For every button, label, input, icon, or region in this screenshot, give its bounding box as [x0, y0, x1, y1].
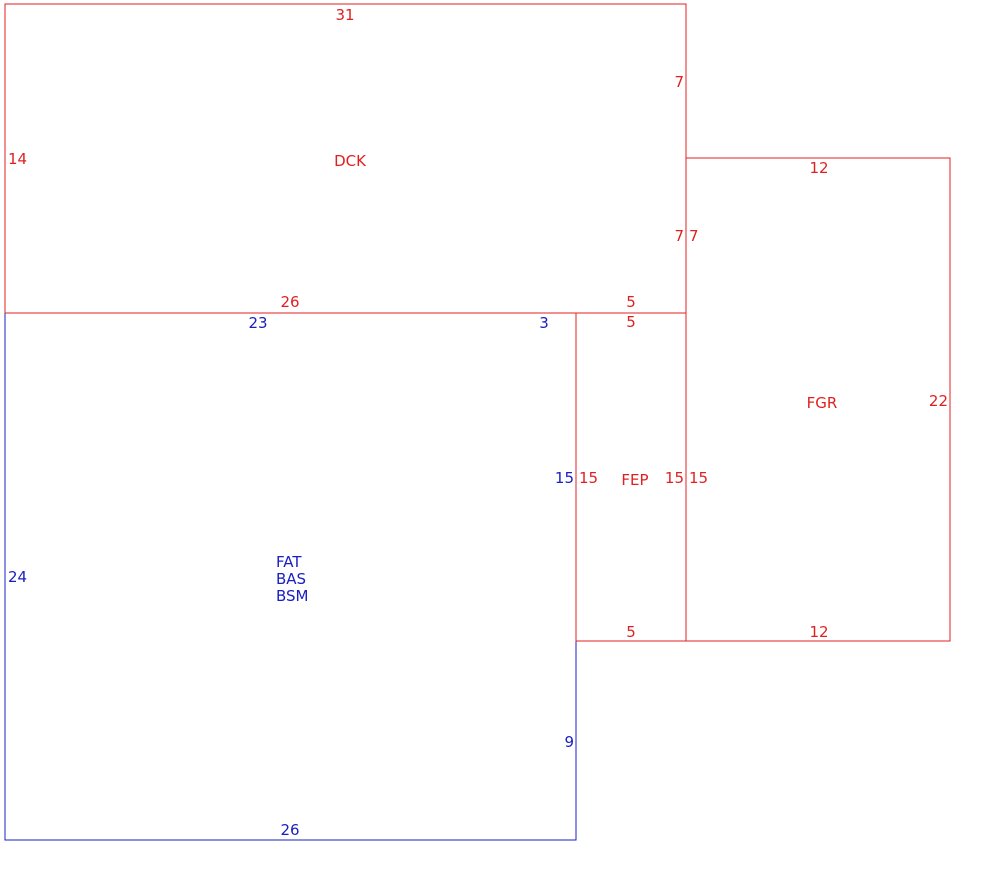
dck-bottom-dimension: 26 [280, 293, 299, 311]
fgr-top-dimension: 12 [809, 159, 828, 177]
fep-right-dimension: 15 [665, 469, 684, 487]
main-area-label-3: BSM [276, 587, 309, 605]
fgr-left-upper-dimension: 7 [689, 227, 699, 245]
dck-right-upper-dimension: 7 [674, 73, 684, 91]
main-top-right-dimension: 3 [539, 314, 549, 332]
dck-outline [4, 3, 687, 314]
fep-outline [575, 313, 687, 642]
dck-right-lower-dimension: 7 [674, 227, 684, 245]
main-area-label-1: FAT [276, 553, 302, 571]
dck-bottom-right-dimension: 5 [626, 293, 636, 311]
main-area-label-2: BAS [276, 570, 306, 588]
fgr-outline [686, 157, 951, 642]
dck-left-dimension: 14 [8, 150, 27, 168]
fgr-bottom-dimension: 12 [809, 623, 828, 641]
main-top-dimension: 23 [248, 314, 267, 332]
fep-top-dimension: 5 [626, 313, 636, 331]
main-bottom-dimension: 26 [280, 821, 299, 839]
main-right-lower-dimension: 9 [564, 733, 574, 751]
fep-area-label: FEP [621, 471, 648, 489]
fep-bottom-dimension: 5 [626, 623, 636, 641]
fep-left-dimension: 15 [579, 469, 598, 487]
dck-area-label: DCK [334, 152, 367, 170]
fgr-area-label: FGR [807, 394, 838, 412]
fgr-left-lower-dimension: 15 [689, 469, 708, 487]
main-right-upper-dimension: 15 [555, 469, 574, 487]
main-left-dimension: 24 [8, 568, 27, 586]
fgr-right-dimension: 22 [929, 392, 948, 410]
dck-top-dimension: 31 [335, 6, 354, 24]
